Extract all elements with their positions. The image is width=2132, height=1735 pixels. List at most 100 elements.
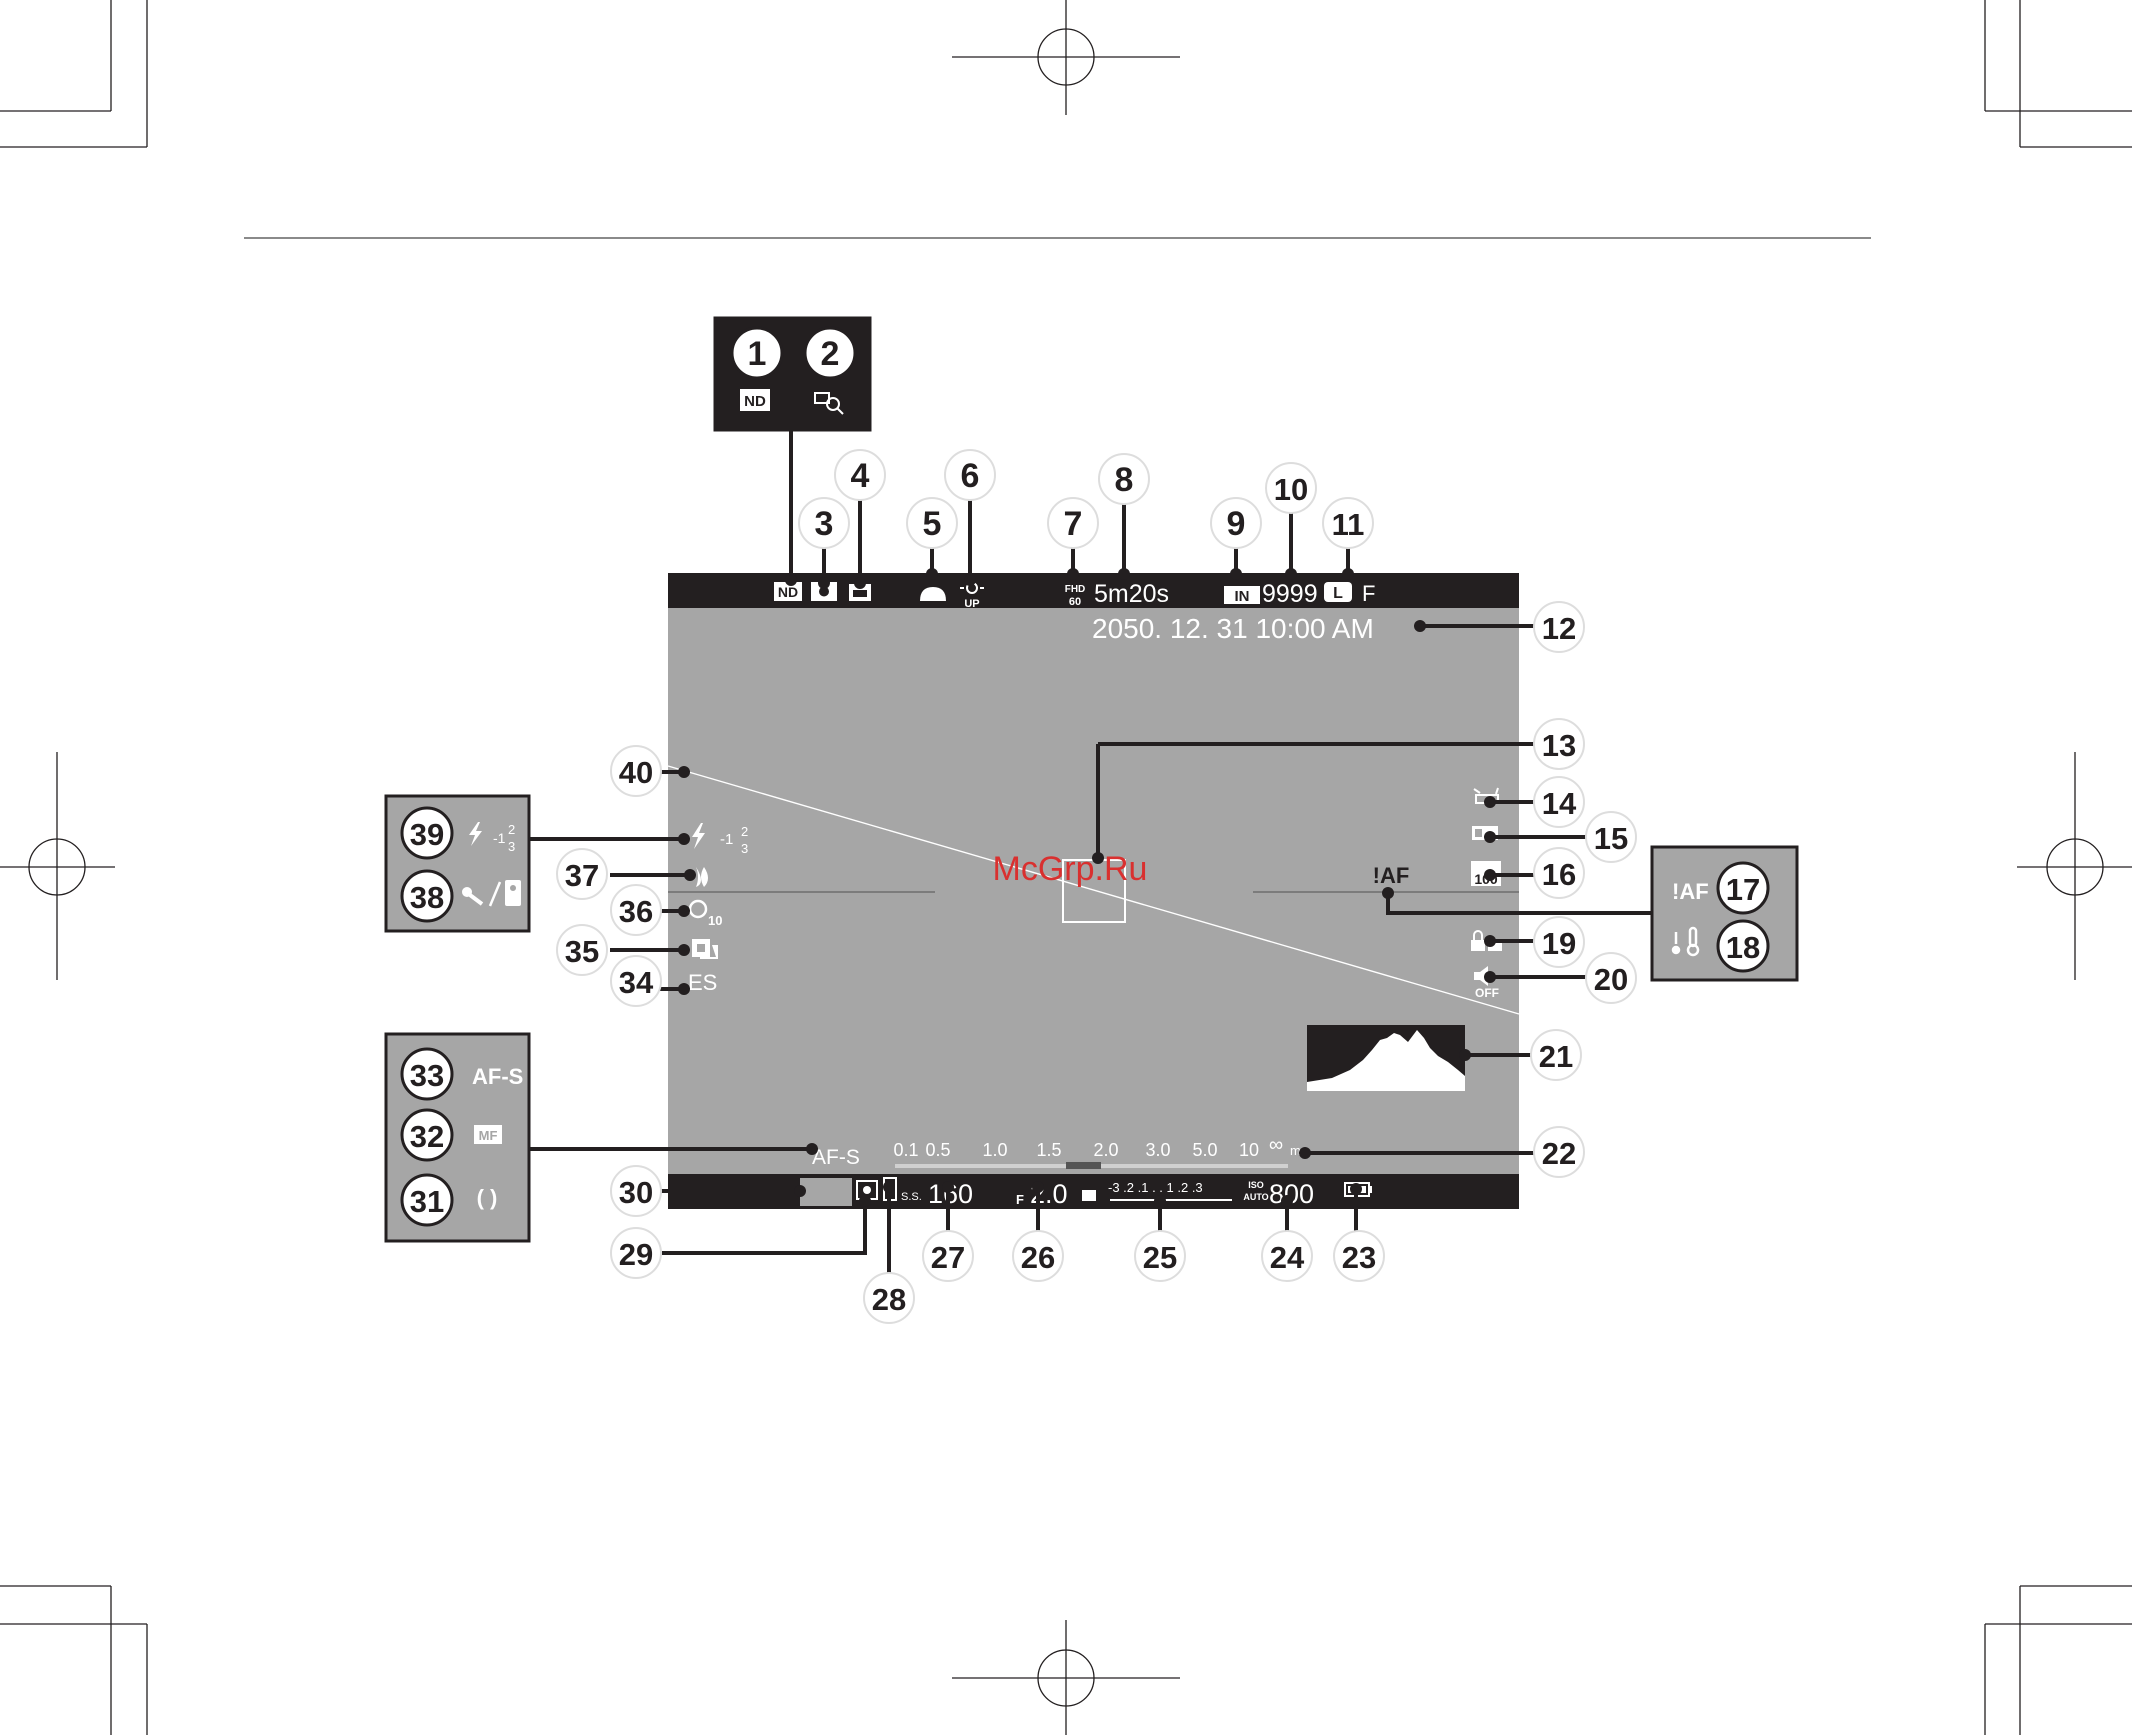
callout-number: 10 — [1274, 472, 1308, 507]
callout-39: 39 — [400, 806, 454, 860]
callout-number: 5 — [923, 505, 942, 543]
flash-off-label: OFF — [1475, 986, 1499, 1000]
callout-number: 16 — [1542, 857, 1576, 892]
image-size-icon — [1324, 582, 1352, 602]
flash-comp-num: 2 — [741, 824, 748, 839]
callout-38: 38 — [400, 869, 454, 923]
callout-20: 20 — [1585, 952, 1637, 1004]
date-time: 2050. 12. 31 10:00 AM — [1092, 613, 1374, 644]
callout-number: 26 — [1021, 1240, 1055, 1275]
registration-mark-left — [0, 752, 115, 980]
callout-14: 14 — [1533, 776, 1585, 828]
inset-af-s: AF-S — [472, 1064, 523, 1089]
callout-number: 37 — [565, 858, 599, 893]
callout-number: 39 — [410, 817, 444, 852]
callout-number: 2 — [821, 335, 840, 373]
callout-number: 14 — [1542, 786, 1577, 821]
callout-number: 8 — [1115, 461, 1134, 499]
callout-26: 26 — [1012, 1230, 1064, 1282]
callout-30: 30 — [610, 1165, 662, 1217]
nd-label: ND — [778, 584, 798, 600]
inset-flash-num: 2 — [508, 822, 515, 837]
aperture-label: F — [1016, 1192, 1024, 1207]
callout-10: 10 — [1265, 462, 1317, 514]
callout-31: 31 — [400, 1173, 454, 1227]
callout-8: 8 — [1098, 453, 1150, 505]
inset-af-warning: !AF — [1672, 879, 1709, 904]
inset-flash-comp: -1 — [493, 830, 506, 846]
image-quality-label: F — [1362, 581, 1375, 606]
top-info-bar — [668, 573, 1519, 608]
dynamic-range-label: UP — [964, 598, 979, 610]
leader-dots — [678, 568, 1496, 1207]
image-size-label: L — [1333, 585, 1343, 602]
iso-label: ISO — [1248, 1180, 1264, 1190]
histogram — [1307, 1025, 1465, 1091]
frames-remaining: 9999 — [1262, 580, 1318, 608]
focus-tick-label: 1.0 — [982, 1140, 1007, 1160]
callout-number: 40 — [619, 755, 653, 790]
callout-22: 22 — [1533, 1126, 1585, 1178]
callout-9: 9 — [1210, 497, 1262, 549]
storage-label: IN — [1235, 588, 1250, 605]
focus-tick-label: 10 — [1239, 1140, 1259, 1160]
focus-tick-label: 0.1 — [893, 1140, 918, 1160]
depth-of-field-marker — [1066, 1162, 1101, 1169]
nd-filter-icon — [774, 582, 802, 601]
self-timer-icon — [688, 899, 708, 919]
temperature-warning-icon — [1671, 926, 1700, 957]
metering-frame-box — [800, 1178, 852, 1206]
camera-screen: ND UP FHD 60 5m20s IN 9999 L F 2050. 12.… — [667, 573, 1520, 1209]
exposure-comp-icon — [1082, 1190, 1096, 1201]
callout-number: 27 — [931, 1240, 965, 1275]
callout-6: 6 — [944, 449, 996, 501]
focus-unit: m — [1290, 1143, 1301, 1158]
callout-2: 2 — [803, 326, 857, 380]
movie-quality-label: FHD — [1065, 584, 1086, 595]
callout-number: 36 — [619, 894, 653, 929]
movie-fps-label: 60 — [1069, 596, 1081, 608]
flash-comp-den: 3 — [741, 841, 748, 856]
callout-36: 36 — [610, 884, 662, 936]
exposure-scale-labels: -3 .2 .1 . . 1 .2 .3 — [1108, 1180, 1203, 1195]
callout-number: 13 — [1542, 728, 1576, 763]
callout-19: 19 — [1533, 916, 1585, 968]
self-timer-label: 10 — [708, 913, 722, 928]
callout-number: 6 — [961, 457, 980, 495]
inset-flash-den: 3 — [508, 839, 515, 854]
tilt-guide — [667, 765, 1520, 1015]
iso-auto-label: AUTO — [1243, 1192, 1268, 1202]
digital-zoom-icon — [814, 392, 844, 415]
callout-21: 21 — [1530, 1029, 1582, 1081]
callout-number: 7 — [1064, 505, 1083, 543]
focus-tick-label: 0.5 — [925, 1140, 950, 1160]
callout-number: 20 — [1594, 962, 1628, 997]
inset-mf: MF — [479, 1128, 498, 1143]
microphone-remote-icon — [462, 880, 521, 907]
callout-12: 12 — [1533, 601, 1585, 653]
callout-28: 28 — [863, 1272, 915, 1324]
callout-25: 25 — [1134, 1230, 1186, 1282]
callout-number: 28 — [872, 1282, 906, 1317]
callout-number: 3 — [815, 505, 834, 543]
continuous-mode-icon — [692, 939, 718, 959]
storage-icon — [1224, 586, 1260, 604]
callout-27: 27 — [922, 1230, 974, 1282]
callouts: 1 2 3 4 5 6 7 8 9 10 11 12 13 14 15 16 1… — [400, 326, 1770, 1324]
callout-13: 13 — [1533, 718, 1585, 770]
callout-32: 32 — [400, 1108, 454, 1162]
callout-17: 17 — [1716, 861, 1770, 915]
callout-24: 24 — [1261, 1230, 1313, 1282]
callout-number: 35 — [565, 934, 599, 969]
callout-4: 4 — [834, 449, 886, 501]
macro-icon — [696, 867, 708, 887]
callout-number: 33 — [410, 1058, 444, 1093]
callout-37: 37 — [556, 848, 608, 900]
callout-number: 19 — [1542, 926, 1576, 961]
callout-18: 18 — [1716, 919, 1770, 973]
focus-tick-label: 1.5 — [1036, 1140, 1061, 1160]
registration-mark-bottom — [952, 1620, 1180, 1735]
inset-flash-icon — [469, 822, 482, 846]
